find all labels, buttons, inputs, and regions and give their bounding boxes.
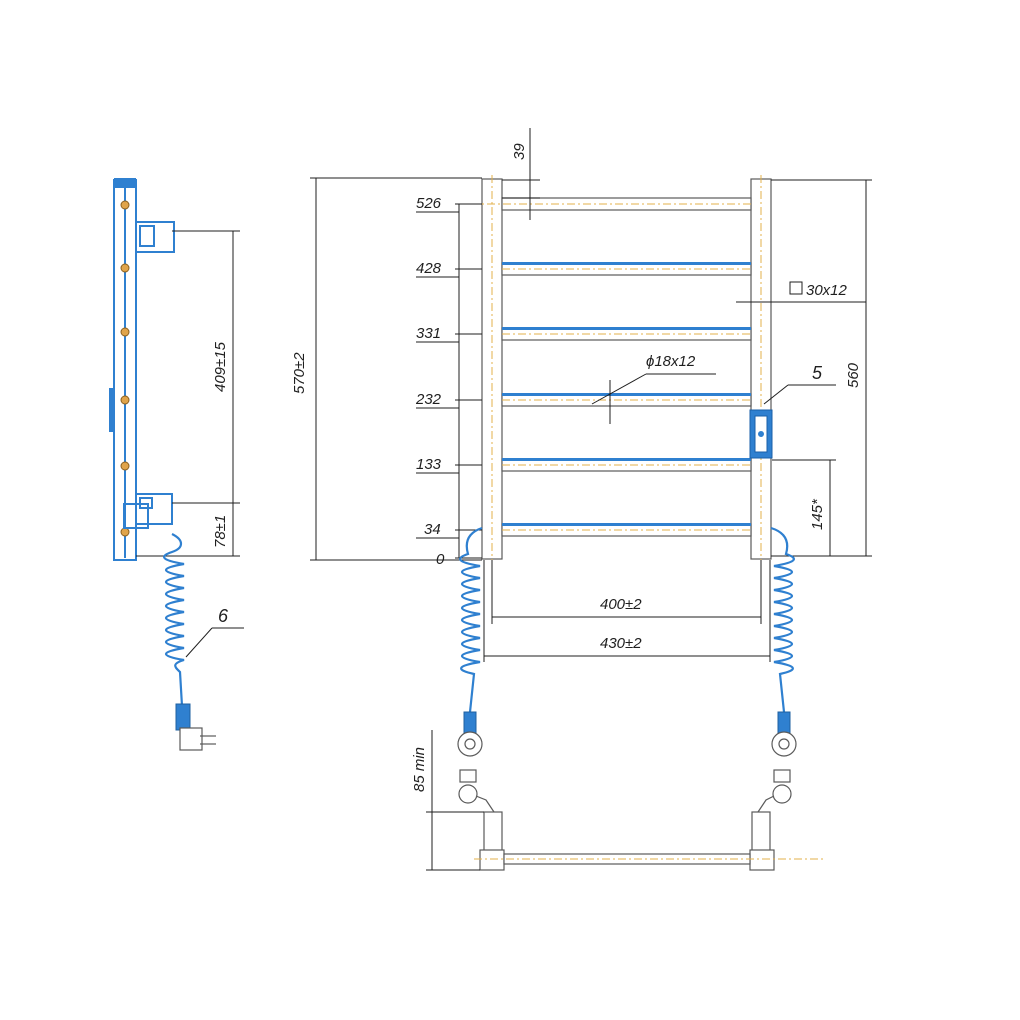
dim-side-span: 409±15 xyxy=(212,341,229,392)
height-label-232: 232 xyxy=(415,391,442,408)
dim-profile: 30x12 xyxy=(806,282,848,299)
dim-tube: ϕ18x12 xyxy=(646,353,696,370)
height-scale: 526 428 331 232 133 34 0 xyxy=(415,195,482,568)
height-label-133: 133 xyxy=(416,456,442,473)
dim-plug-clearance: 85 min xyxy=(411,747,428,792)
height-label-428: 428 xyxy=(416,260,442,277)
rungs xyxy=(455,197,752,537)
dim-block-height: 145* xyxy=(809,498,826,530)
left-plug xyxy=(457,711,483,757)
callout-block-label: 5 xyxy=(812,363,823,383)
side-coiled-cord xyxy=(163,533,185,707)
side-heater-block xyxy=(109,388,115,432)
dim-inner-width: 400±2 xyxy=(600,596,642,613)
dim-outer-width: 430±2 xyxy=(600,635,642,652)
height-label-34: 34 xyxy=(424,521,441,538)
right-socket xyxy=(757,769,792,813)
right-coiled-cord xyxy=(770,526,795,713)
height-label-526: 526 xyxy=(416,195,442,212)
left-socket xyxy=(458,769,495,813)
side-plug xyxy=(175,703,216,751)
bottom-view-frame xyxy=(474,811,824,871)
lower-wall-bracket xyxy=(123,493,173,529)
front-view: 5 526 428 331 232 133 34 0 xyxy=(291,128,872,871)
side-mount-knobs xyxy=(120,200,130,537)
heater-control-block xyxy=(749,409,773,459)
right-plug xyxy=(771,711,797,757)
dim-side-lower: 78±1 xyxy=(212,515,229,548)
height-label-331: 331 xyxy=(416,325,441,342)
side-view: 409±15 78±1 6 xyxy=(109,178,244,751)
dim-axis-height: 560 xyxy=(845,362,862,388)
side-post-cap xyxy=(114,178,136,188)
dim-top-gap: 39 xyxy=(511,143,528,160)
callout-cord-label: 6 xyxy=(218,606,229,626)
upper-wall-bracket xyxy=(135,221,175,253)
left-coiled-cord xyxy=(459,526,483,713)
dim-total-height: 570±2 xyxy=(291,352,308,394)
